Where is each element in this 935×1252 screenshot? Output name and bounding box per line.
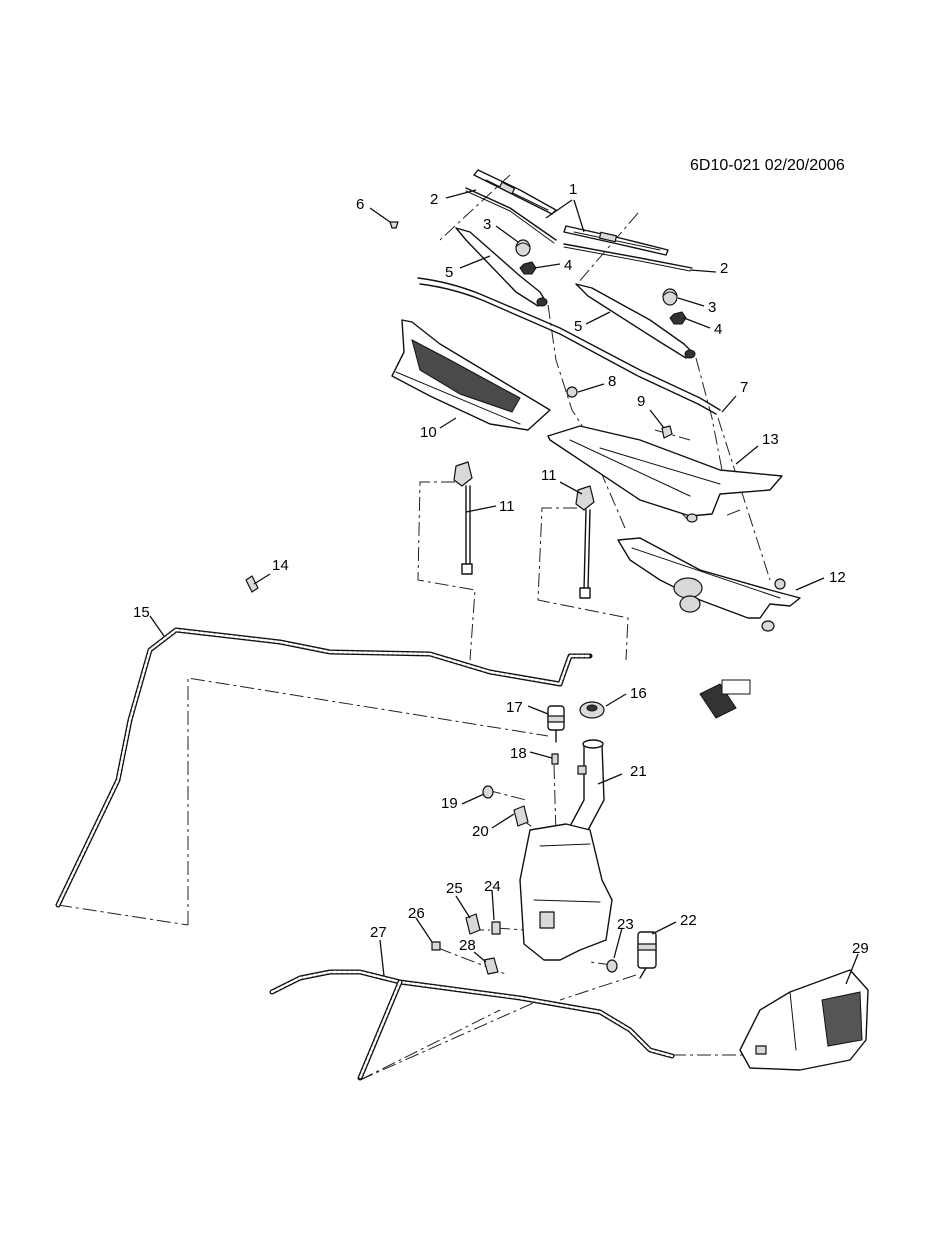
callout-24: 24 [484, 878, 501, 895]
callout-25: 25 [446, 880, 463, 897]
callout-21: 21 [630, 763, 647, 780]
callout-22: 22 [680, 912, 697, 929]
bracket-28 [483, 957, 499, 975]
washer-nozzle-left [453, 461, 473, 575]
cowl-panel-left [391, 319, 551, 431]
callout-29: 29 [852, 940, 869, 957]
wiper-blade-right [563, 225, 669, 256]
callout-7: 7 [740, 379, 748, 396]
clip-9 [661, 425, 673, 439]
filler-neck [567, 739, 605, 831]
callout-27: 27 [370, 924, 387, 941]
callout-17: 17 [506, 699, 523, 716]
arm-cap-right [662, 288, 678, 306]
grommet-23 [606, 959, 618, 973]
diagram-reference: 6D10-021 02/20/2006 [690, 157, 845, 174]
wiper-arm-left [455, 227, 548, 307]
callout-9: 9 [637, 393, 645, 410]
callout-2: 2 [430, 191, 438, 208]
callout-26: 26 [408, 905, 425, 922]
callout-10: 10 [420, 424, 437, 441]
callout-23: 23 [617, 916, 634, 933]
callout-3: 3 [483, 216, 491, 233]
bolt-26 [431, 941, 441, 951]
wiper-blade-left [473, 169, 557, 215]
callout-19: 19 [441, 795, 458, 812]
clip-14 [245, 575, 259, 593]
callout-5: 5 [445, 264, 453, 281]
callout-11: 11 [499, 498, 515, 515]
wiper-arm-right [575, 283, 696, 359]
callout-12: 12 [829, 569, 846, 586]
callout-13: 13 [762, 431, 779, 448]
callout-20: 20 [472, 823, 489, 840]
grommet-24 [491, 921, 501, 935]
callout-2: 2 [720, 260, 728, 277]
blade-insert-left [465, 187, 557, 244]
callout-5: 5 [574, 318, 582, 335]
callout-28: 28 [459, 937, 476, 954]
cowl-panel-right [547, 425, 783, 523]
screw-6 [389, 221, 399, 229]
callout-8: 8 [608, 373, 616, 390]
grommet-18 [551, 753, 559, 765]
grommet-19 [482, 785, 494, 799]
cowl-seal [417, 277, 721, 415]
callout-6: 6 [356, 196, 364, 213]
blade-insert-right [563, 243, 693, 272]
grommet-8 [566, 386, 578, 398]
callout-11: 11 [541, 467, 557, 484]
leader-lines [149, 189, 859, 985]
filler-cap [579, 701, 605, 719]
callout-labels: 1 2 2 3 3 4 4 5 5 6 7 8 9 10 11 11 12 13… [133, 181, 869, 957]
front-direction-icon [699, 679, 751, 719]
washer-reservoir [519, 823, 613, 961]
sensor-25 [465, 913, 481, 935]
callout-16: 16 [630, 685, 647, 702]
callout-14: 14 [272, 557, 289, 574]
callout-3: 3 [708, 299, 716, 316]
callout-18: 18 [510, 745, 527, 762]
alignment-lines [57, 174, 771, 1081]
headlamp-assembly [739, 969, 869, 1071]
callout-4: 4 [564, 257, 572, 274]
washer-nozzle-right [575, 485, 595, 599]
washer-hose-upper [55, 627, 593, 908]
bolt-20 [513, 805, 529, 827]
washer-pump-17 [547, 705, 565, 743]
arm-cap-left [515, 239, 531, 257]
wiper-linkage-assembly [617, 537, 801, 632]
arm-nut-right [669, 311, 687, 325]
callout-15: 15 [133, 604, 150, 621]
washer-hose-lower [269, 969, 675, 1081]
arm-nut-left [519, 261, 537, 275]
callout-4: 4 [714, 321, 722, 338]
callout-1: 1 [569, 181, 577, 198]
washer-pump-22 [637, 931, 657, 979]
